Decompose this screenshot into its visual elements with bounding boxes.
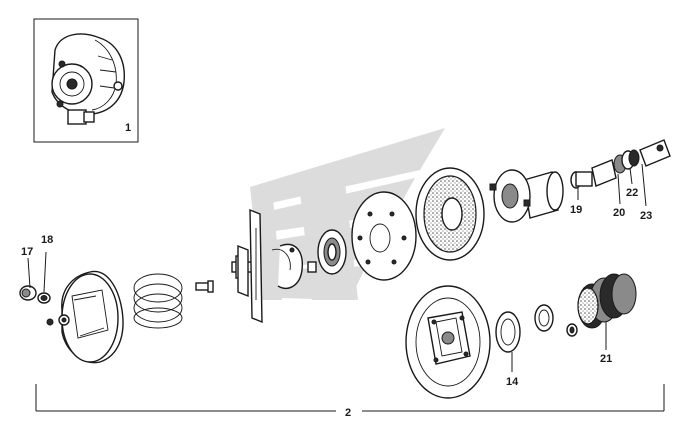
- label-1: 1: [125, 122, 131, 134]
- small-nut: [307, 261, 317, 273]
- label-20: 20: [613, 207, 625, 219]
- label-21: 21: [600, 353, 612, 365]
- small-pin: [195, 280, 214, 293]
- seal-ring-part-14: [495, 311, 521, 372]
- fastener-part-17: [19, 257, 37, 301]
- label-19: 19: [570, 204, 582, 216]
- label-14: 14: [506, 376, 519, 388]
- small-hex-nut: [566, 323, 578, 337]
- label-17: 17: [21, 246, 33, 258]
- label-22: 22: [626, 187, 638, 199]
- group-bracket-2: [35, 384, 665, 412]
- cross-pulley: [405, 285, 491, 399]
- leader-22: [629, 167, 633, 185]
- label-2: 2: [345, 407, 351, 419]
- leader-20: [617, 173, 621, 205]
- shaft-assembly: [570, 139, 671, 189]
- friction-disc: [415, 167, 485, 261]
- inset-box-part-1: [33, 18, 139, 143]
- leader-23: [641, 163, 647, 207]
- label-23: 23: [640, 210, 652, 222]
- shaft-bracket: [231, 208, 263, 324]
- hub-ring: [317, 229, 347, 275]
- drum-with-shaft: [489, 169, 564, 223]
- motor-assembly-part-1: [51, 33, 125, 125]
- fastener-part-18: [37, 251, 54, 326]
- washer: [534, 304, 554, 332]
- rubber-boot-part-21: [577, 273, 637, 350]
- coil-spring: [133, 273, 183, 329]
- clip-ring: [271, 243, 303, 289]
- flat-disc: [351, 191, 417, 281]
- label-18: 18: [41, 234, 53, 246]
- pulley-cup: [58, 270, 124, 364]
